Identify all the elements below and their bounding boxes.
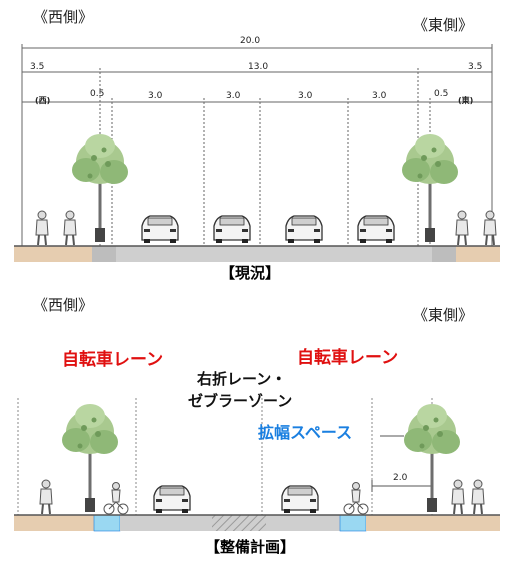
median-label-line1: 右折レーン・ xyxy=(197,370,287,388)
pedestrian-icon xyxy=(455,210,469,246)
cyclist-icon xyxy=(343,482,369,515)
car-icon xyxy=(153,485,191,514)
lane-width-label: 3.0 xyxy=(298,91,313,101)
cyclist-icon xyxy=(103,482,129,515)
west-side-label: 《西側》 xyxy=(33,8,94,26)
lane-width-label: 3.0 xyxy=(372,91,387,101)
total-width-label: 20.0 xyxy=(240,36,261,46)
expansion-width-label: 2.0 xyxy=(393,473,408,483)
tree-icon xyxy=(400,132,460,244)
west-bike-lane-label: 自転車レーン xyxy=(62,350,164,370)
lane-width-label: 3.0 xyxy=(148,91,163,101)
plan-ground xyxy=(14,514,500,532)
tree-icon xyxy=(402,402,462,514)
pedestrian-icon xyxy=(63,210,77,246)
car-icon xyxy=(281,485,319,514)
west-direction-label: (西) xyxy=(35,96,51,105)
east-sidewalk-width-label: 3.5 xyxy=(468,62,483,72)
car-icon xyxy=(141,215,179,244)
current-caption: 【現況】 xyxy=(220,264,281,282)
east-direction-label: (東) xyxy=(458,96,474,105)
west-sidewalk-width-label: 3.5 xyxy=(30,62,45,72)
tree-icon xyxy=(60,402,120,514)
pedestrian-icon xyxy=(39,479,53,515)
west-margin-width-label: 0.5 xyxy=(90,89,105,99)
roadway-width-label: 13.0 xyxy=(248,62,269,72)
car-icon xyxy=(285,215,323,244)
plan-caption: 【整備計画】 xyxy=(205,538,296,556)
tree-icon xyxy=(70,132,130,244)
west-side-label: 《西側》 xyxy=(33,296,94,314)
lane-width-label: 3.0 xyxy=(226,91,241,101)
east-bike-lane-label: 自転車レーン xyxy=(297,348,399,368)
median-label-line2: ゼブラーゾーン xyxy=(188,392,293,410)
pedestrian-icon xyxy=(35,210,49,246)
east-side-label: 《東側》 xyxy=(413,306,474,324)
pedestrian-icon xyxy=(451,479,465,515)
pedestrian-icon xyxy=(471,479,485,515)
car-icon xyxy=(213,215,251,244)
pedestrian-icon xyxy=(483,210,497,246)
east-side-label: 《東側》 xyxy=(413,16,474,34)
current-ground xyxy=(14,245,500,262)
east-margin-width-label: 0.5 xyxy=(434,89,449,99)
car-icon xyxy=(357,215,395,244)
expansion-space-label: 拡幅スペース xyxy=(258,423,353,442)
